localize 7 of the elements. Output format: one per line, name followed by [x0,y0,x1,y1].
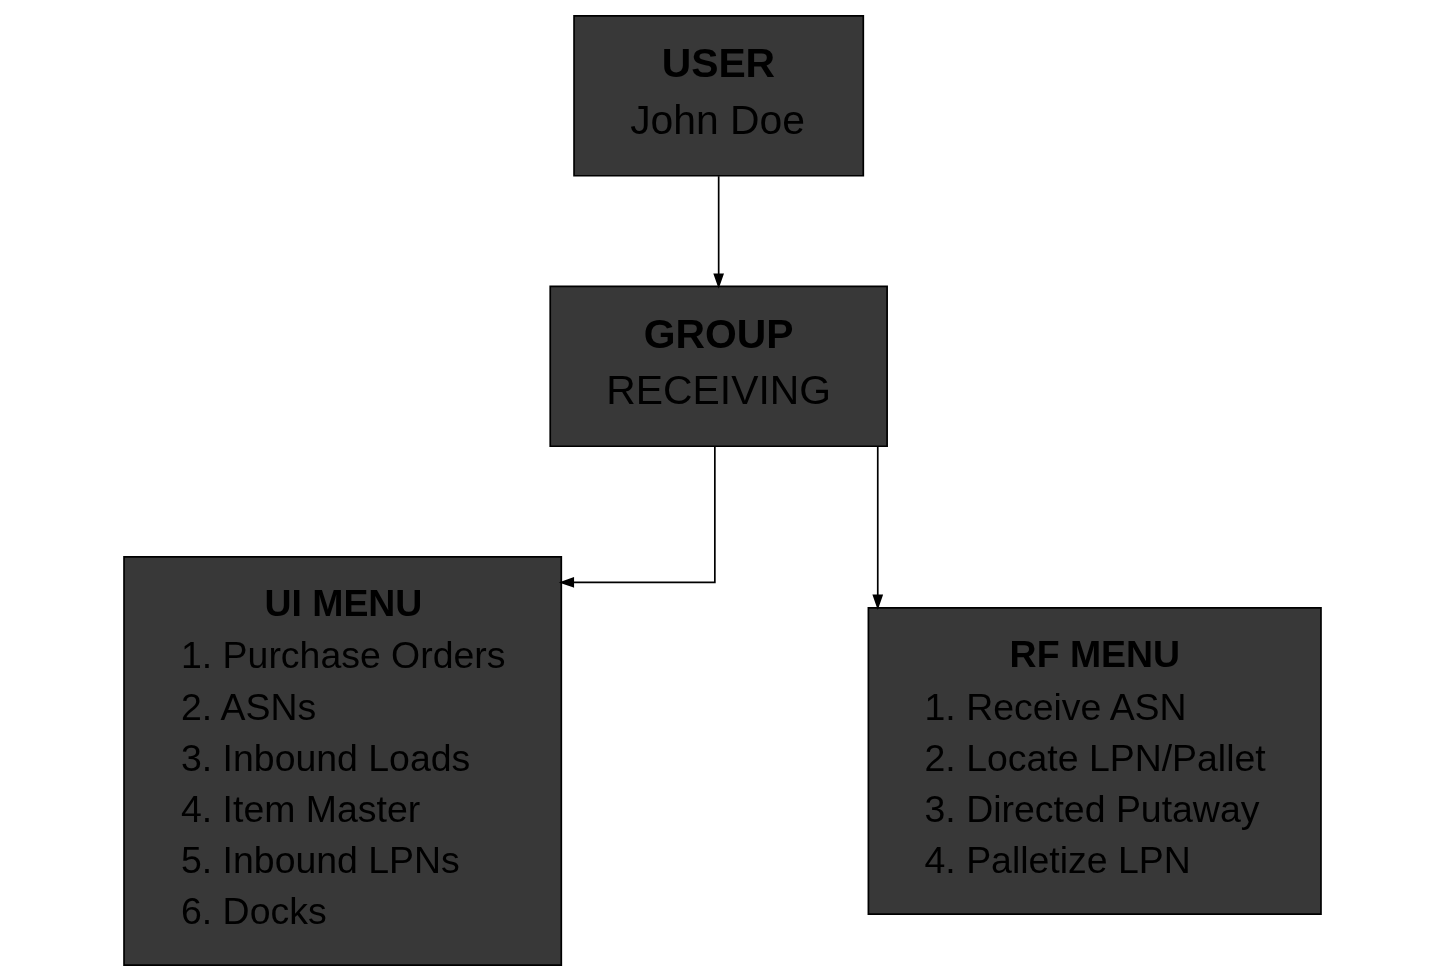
arrow [558,445,716,588]
arrow [872,445,884,610]
node-box: UI MENU 1. Purchase Orders 2. ASNs 3. Inbound Loads 4. Item Master 5. Inbound LPNs 6. Docks [123,555,563,966]
node-box: USER John Doe [573,14,865,177]
node-box: GROUP RECEIVING [549,284,888,447]
arrow [713,174,725,289]
node-box: RF MENU 1. Receive ASN 2. Locate LPN/Pallet 3. Directed Putaway 4. Palletize LPN [867,606,1322,915]
